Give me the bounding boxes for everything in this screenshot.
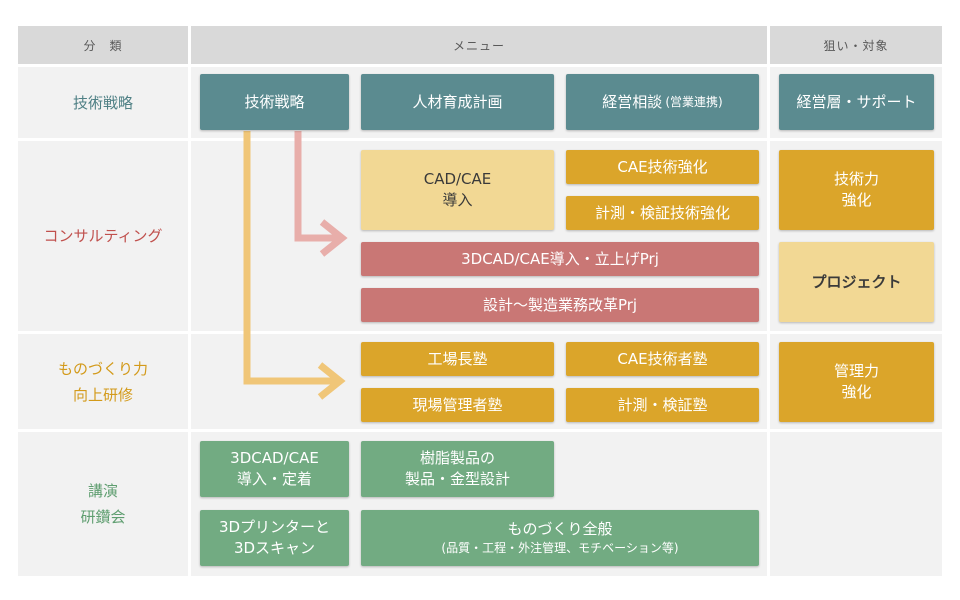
target-kanriryoku-label: 管理力 強化 — [833, 362, 879, 401]
target-keieisou-label: 経営層・サポート — [796, 92, 917, 111]
menu-3d-printer[interactable]: 3Dプリンターと 3Dスキャン — [200, 510, 349, 566]
menu-monozukuri-zenpan-sub: (品質・工程・外注管理、モチベーション等) — [441, 541, 679, 555]
menu-cad-cae-dounyu-label: CAD/CAE 導入 — [423, 170, 492, 209]
menu-keisoku-juku-label: 計測・検証塾 — [617, 395, 708, 414]
header-target: 狙い・対象 — [770, 26, 942, 64]
menu-cad-cae-dounyu[interactable]: CAD/CAE 導入 — [361, 150, 554, 230]
menu-3dcad-teichaku-label: 3DCAD/CAE 導入・定着 — [230, 449, 319, 488]
menu-jushi-sekkei[interactable]: 樹脂製品の 製品・金型設計 — [361, 441, 554, 497]
menu-cae-kyouka-label: CAE技術強化 — [617, 157, 708, 176]
target-project-label: プロジェクト — [811, 272, 902, 291]
target-keieisou-support[interactable]: 経営層・サポート — [779, 74, 934, 130]
header-menu: メニュー — [191, 26, 767, 64]
category-lecture: 講演 研鑽会 — [18, 432, 188, 576]
menu-prj-3dcad[interactable]: 3DCAD/CAE導入・立上げPrj — [361, 242, 759, 276]
menu-prj-sekkei[interactable]: 設計～製造業務改革Prj — [361, 288, 759, 322]
header-category-label: 分 類 — [83, 38, 123, 53]
category-strategy-label: 技術戦略 — [72, 93, 133, 112]
header-target-label: 狙い・対象 — [823, 38, 889, 53]
menu-gijutsu-senryaku-label: 技術戦略 — [244, 92, 305, 111]
menu-keiei-soudan-sub: (営業連携) — [665, 94, 723, 109]
category-monozukuri: ものづくり力 向上研修 — [18, 334, 188, 429]
menu-koujouchou-juku[interactable]: 工場長塾 — [361, 342, 554, 376]
menu-keiei-soudan-label: 経営相談 — [602, 92, 663, 111]
category-consulting: コンサルティング — [18, 141, 188, 331]
menu-monozukuri-zenpan[interactable]: ものづくり全般 (品質・工程・外注管理、モチベーション等) — [361, 510, 759, 566]
menu-keisoku-kyouka-label: 計測・検証技術強化 — [594, 203, 730, 222]
header-category: 分 類 — [18, 26, 188, 64]
menu-prj-3dcad-label: 3DCAD/CAE導入・立上げPrj — [461, 249, 659, 268]
menu-keiei-soudan[interactable]: 経営相談(営業連携) — [566, 74, 759, 130]
menu-3dcad-teichaku[interactable]: 3DCAD/CAE 導入・定着 — [200, 441, 349, 497]
menu-keisoku-juku[interactable]: 計測・検証塾 — [566, 388, 759, 422]
menu-keisoku-kyouka[interactable]: 計測・検証技術強化 — [566, 196, 759, 230]
menu-genba-juku-label: 現場管理者塾 — [412, 395, 503, 414]
target-kanriryoku[interactable]: 管理力 強化 — [779, 342, 934, 422]
menu-jinzai-ikusei-label: 人材育成計画 — [412, 92, 503, 111]
menu-cae-juku-label: CAE技術者塾 — [617, 349, 708, 368]
menu-cae-kyouka[interactable]: CAE技術強化 — [566, 150, 759, 184]
category-monozukuri-label: ものづくり力 向上研修 — [57, 359, 148, 404]
menu-genba-juku[interactable]: 現場管理者塾 — [361, 388, 554, 422]
target-gijutsuryoku[interactable]: 技術力 強化 — [779, 150, 934, 230]
target-project[interactable]: プロジェクト — [779, 242, 934, 322]
menu-gijutsu-senryaku[interactable]: 技術戦略 — [200, 74, 349, 130]
header-menu-label: メニュー — [452, 38, 505, 53]
menu-3d-printer-label: 3Dプリンターと 3Dスキャン — [218, 518, 331, 557]
category-lecture-label: 講演 研鑽会 — [80, 482, 126, 526]
category-consulting-label: コンサルティング — [43, 227, 163, 245]
menu-koujouchou-juku-label: 工場長塾 — [427, 349, 488, 368]
category-strategy: 技術戦略 — [18, 67, 188, 138]
menu-jinzai-ikusei[interactable]: 人材育成計画 — [361, 74, 554, 130]
target-gijutsuryoku-label: 技術力 強化 — [833, 170, 879, 209]
menu-prj-sekkei-label: 設計～製造業務改革Prj — [482, 295, 638, 314]
menu-cae-juku[interactable]: CAE技術者塾 — [566, 342, 759, 376]
target-cell-lecture — [770, 432, 942, 576]
menu-jushi-sekkei-label: 樹脂製品の 製品・金型設計 — [404, 449, 510, 488]
menu-monozukuri-zenpan-label: ものづくり全般 — [507, 520, 613, 538]
